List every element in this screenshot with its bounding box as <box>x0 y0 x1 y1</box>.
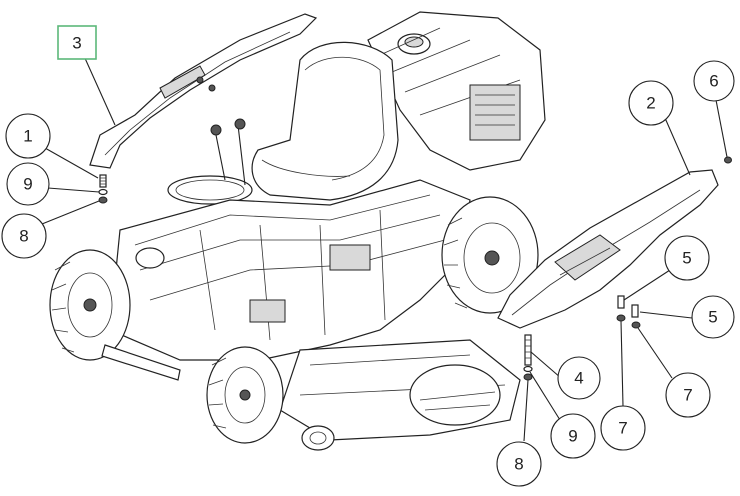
stud-left <box>99 174 107 188</box>
callout-2-label: 2 <box>646 94 655 113</box>
callout-5-right: 5 <box>691 295 735 339</box>
callout-4: 4 <box>557 356 601 400</box>
callout-1-label: 1 <box>23 127 32 146</box>
callout-6: 6 <box>693 60 735 102</box>
callout-5-upper: 5 <box>664 235 710 281</box>
callout-5-upper-label: 5 <box>682 249 691 268</box>
callout-9-bottom: 9 <box>550 413 596 459</box>
leader-lines <box>41 55 728 442</box>
callout-9-left: 9 <box>6 162 50 206</box>
callout-7-right: 7 <box>665 372 711 418</box>
callout-7-bottom-label: 7 <box>618 419 627 438</box>
callout-8-bottom: 8 <box>496 441 542 487</box>
callout-7-bottom: 7 <box>600 405 646 451</box>
callout-7-right-label: 7 <box>683 386 692 405</box>
short-studs-right <box>616 295 641 329</box>
left-fender-cover <box>89 13 318 169</box>
nut-left <box>98 196 108 204</box>
callout-3-label: 3 <box>72 34 81 53</box>
callout-3: 3 <box>57 25 97 60</box>
long-stud <box>523 334 533 381</box>
callout-6-label: 6 <box>709 72 718 91</box>
mower-illustration <box>49 11 546 451</box>
callout-8-left: 8 <box>1 213 47 259</box>
callout-5-right-label: 5 <box>708 308 717 327</box>
callout-9-bottom-label: 9 <box>568 427 577 446</box>
washer-left <box>98 188 108 196</box>
callout-9-left-label: 9 <box>23 175 32 194</box>
callout-8-bottom-label: 8 <box>514 455 523 474</box>
right-fender-cover <box>497 169 719 329</box>
callout-8-left-label: 8 <box>19 227 28 246</box>
callout-4-label: 4 <box>574 369 583 388</box>
nut-6 <box>724 156 732 164</box>
callout-2: 2 <box>628 80 674 126</box>
callout-1: 1 <box>5 113 51 159</box>
